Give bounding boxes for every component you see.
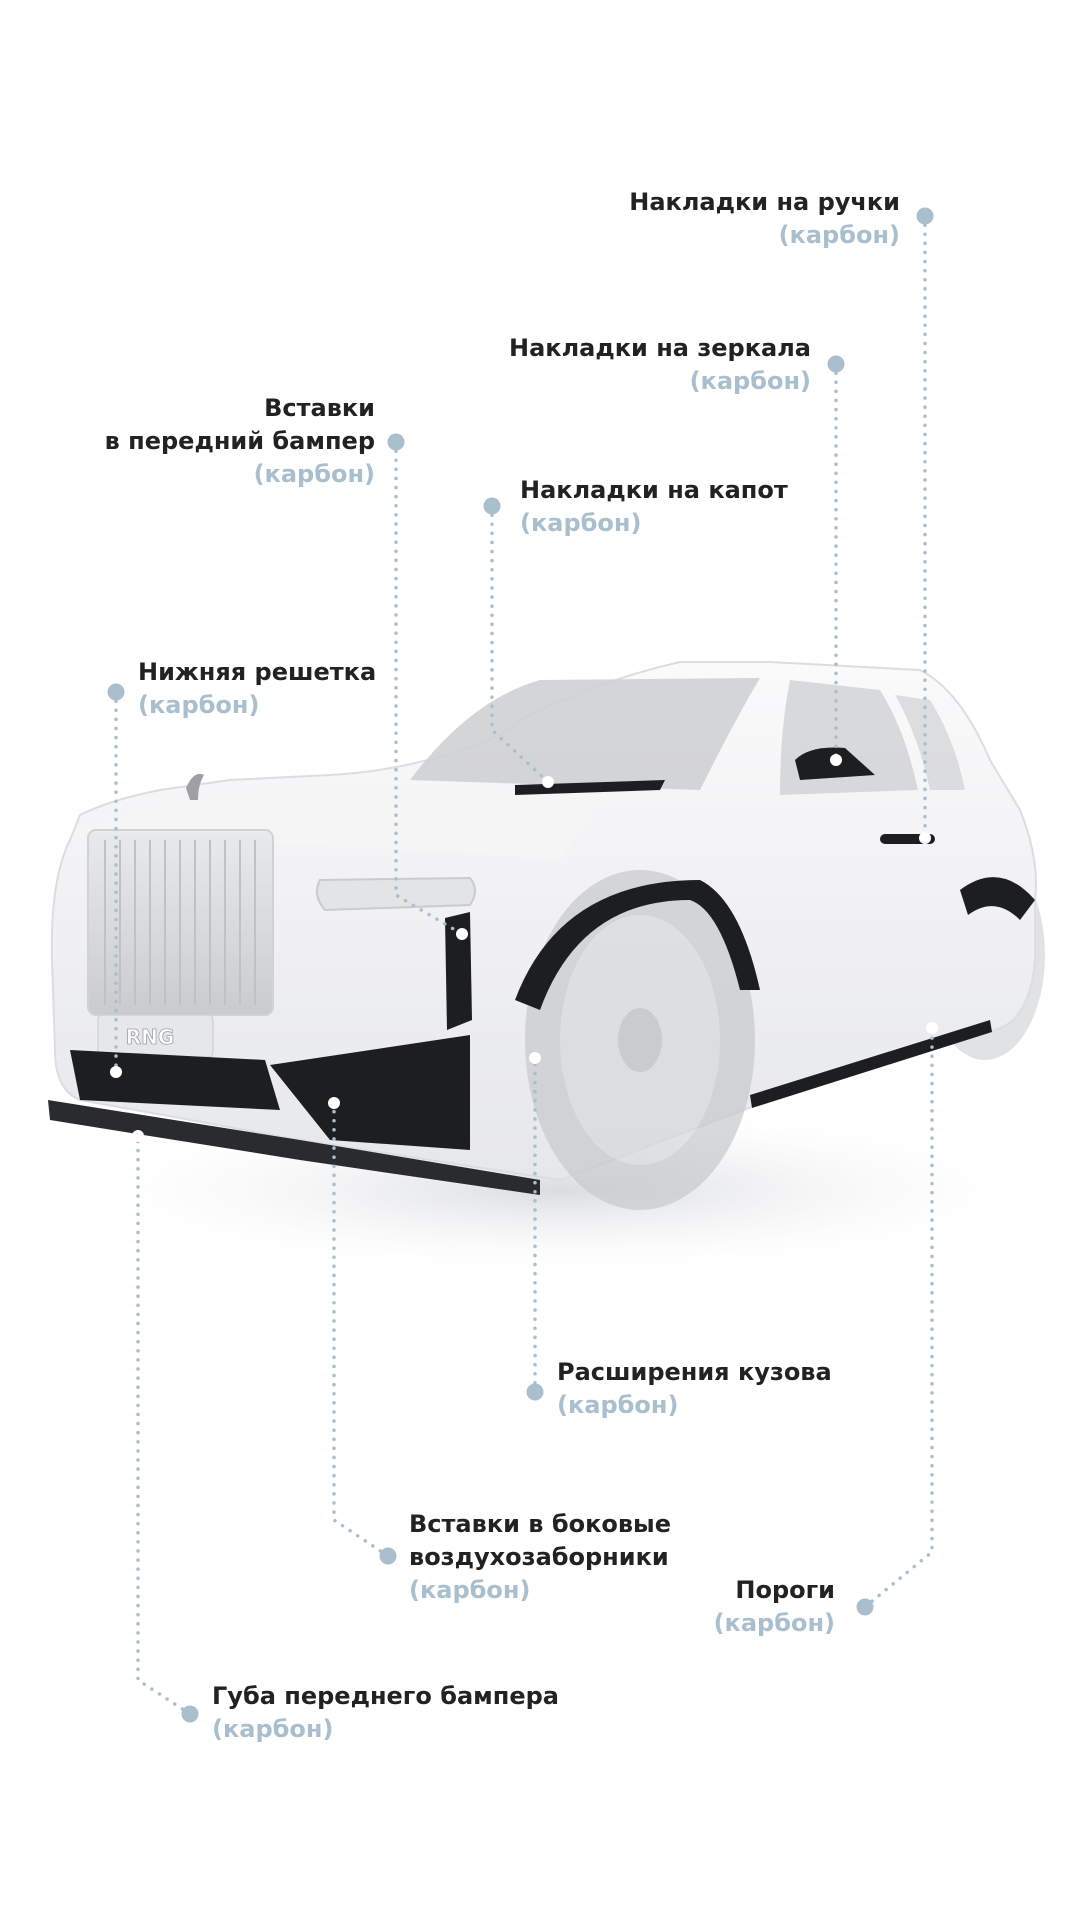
leader-line-side-intakes bbox=[332, 1101, 390, 1558]
lower-grille-carbon bbox=[70, 1050, 280, 1110]
callout-lower-grille-title: Нижняя решетка bbox=[138, 658, 377, 686]
leader-line-front-lip bbox=[136, 1134, 192, 1716]
anchor-dot-side-intakes bbox=[328, 1097, 340, 1109]
side-window-rear bbox=[895, 695, 965, 790]
callout-lower-grille: Нижняя решетка (карбон) bbox=[138, 656, 376, 722]
callout-marker-handles bbox=[916, 207, 934, 225]
fender-flare-front bbox=[515, 880, 760, 1010]
fender-flare-rear bbox=[960, 877, 1035, 920]
callout-front-bumper-inserts-sub: (карбон) bbox=[253, 460, 375, 488]
headlight bbox=[315, 876, 476, 912]
callout-handles-title: Накладки на ручки bbox=[629, 188, 900, 216]
callout-mirrors: Накладки на зеркала (карбон) bbox=[509, 332, 811, 398]
callout-front-bumper-inserts-title-1: Вставки bbox=[264, 394, 375, 422]
callout-fender-flares-sub: (карбон) bbox=[557, 1391, 679, 1419]
callout-hood: Накладки на капот (карбон) bbox=[520, 474, 788, 540]
side-skirt bbox=[750, 1020, 992, 1108]
grille-slats bbox=[104, 840, 256, 1005]
front-bumper-insert bbox=[445, 912, 472, 1030]
callout-hood-sub: (карбон) bbox=[520, 509, 642, 537]
callout-marker-side-intakes bbox=[379, 1547, 397, 1565]
callout-side-intakes-title-2: воздухозаборники bbox=[409, 1543, 669, 1571]
anchor-dot-front-bumper-inserts bbox=[456, 928, 468, 940]
side-intake-carbon bbox=[270, 1035, 470, 1150]
anchor-dot-lower-grille bbox=[110, 1066, 122, 1078]
callout-front-lip-sub: (карбон) bbox=[212, 1715, 334, 1743]
anchor-dot-side-skirts bbox=[926, 1022, 938, 1034]
callout-marker-side-skirts bbox=[856, 1598, 874, 1616]
anchor-dot-mirrors bbox=[830, 754, 842, 766]
grille-badge-text: RNG bbox=[126, 1025, 175, 1049]
callout-marker-fender-flares bbox=[526, 1383, 544, 1401]
callout-hood-title: Накладки на капот bbox=[520, 476, 788, 504]
hood-ornament bbox=[186, 773, 204, 800]
callout-fender-flares-title: Расширения кузова bbox=[557, 1358, 832, 1386]
callout-front-lip: Губа переднего бампера (карбон) bbox=[212, 1680, 559, 1746]
front-lip-carbon bbox=[48, 1100, 540, 1195]
callout-front-bumper-inserts: Вставки в передний бампер (карбон) bbox=[105, 392, 375, 491]
callout-marker-front-bumper-inserts bbox=[387, 433, 405, 451]
callout-front-bumper-inserts-title-2: в передний бампер bbox=[104, 427, 375, 455]
callout-lower-grille-sub: (карбон) bbox=[138, 691, 260, 719]
callout-front-lip-title: Губа переднего бампера bbox=[212, 1682, 559, 1710]
callout-handles: Накладки на ручки (карбон) bbox=[629, 186, 900, 252]
anchor-dot-handles bbox=[919, 832, 931, 844]
callout-marker-front-lip bbox=[181, 1705, 199, 1723]
callout-marker-lower-grille bbox=[107, 683, 125, 701]
callout-fender-flares: Расширения кузова (карбон) bbox=[557, 1356, 832, 1422]
callout-mirrors-title: Накладки на зеркала bbox=[509, 334, 811, 362]
anchor-dot-hood bbox=[542, 776, 554, 788]
callout-marker-mirrors bbox=[827, 355, 845, 373]
windshield bbox=[410, 678, 760, 790]
callout-side-skirts-sub: (карбон) bbox=[713, 1609, 835, 1637]
callout-side-intakes-title-1: Вставки в боковые bbox=[409, 1510, 672, 1538]
leader-line-hood bbox=[490, 504, 550, 784]
callout-side-intakes: Вставки в боковые воздухозаборники (карб… bbox=[409, 1508, 671, 1607]
callout-mirrors-sub: (карбон) bbox=[689, 367, 811, 395]
leader-line-front-bumper-inserts bbox=[394, 440, 464, 936]
leader-line-side-skirts bbox=[863, 1026, 934, 1609]
front-wheel bbox=[525, 870, 755, 1210]
callout-side-skirts-title: Пороги bbox=[735, 1576, 835, 1604]
callout-side-intakes-sub: (карбон) bbox=[409, 1576, 531, 1604]
callout-marker-hood bbox=[483, 497, 501, 515]
anchor-dot-front-lip bbox=[132, 1130, 144, 1142]
callout-side-skirts: Пороги (карбон) bbox=[714, 1574, 835, 1640]
callout-handles-sub: (карбон) bbox=[778, 221, 900, 249]
anchor-dot-fender-flares bbox=[529, 1052, 541, 1064]
